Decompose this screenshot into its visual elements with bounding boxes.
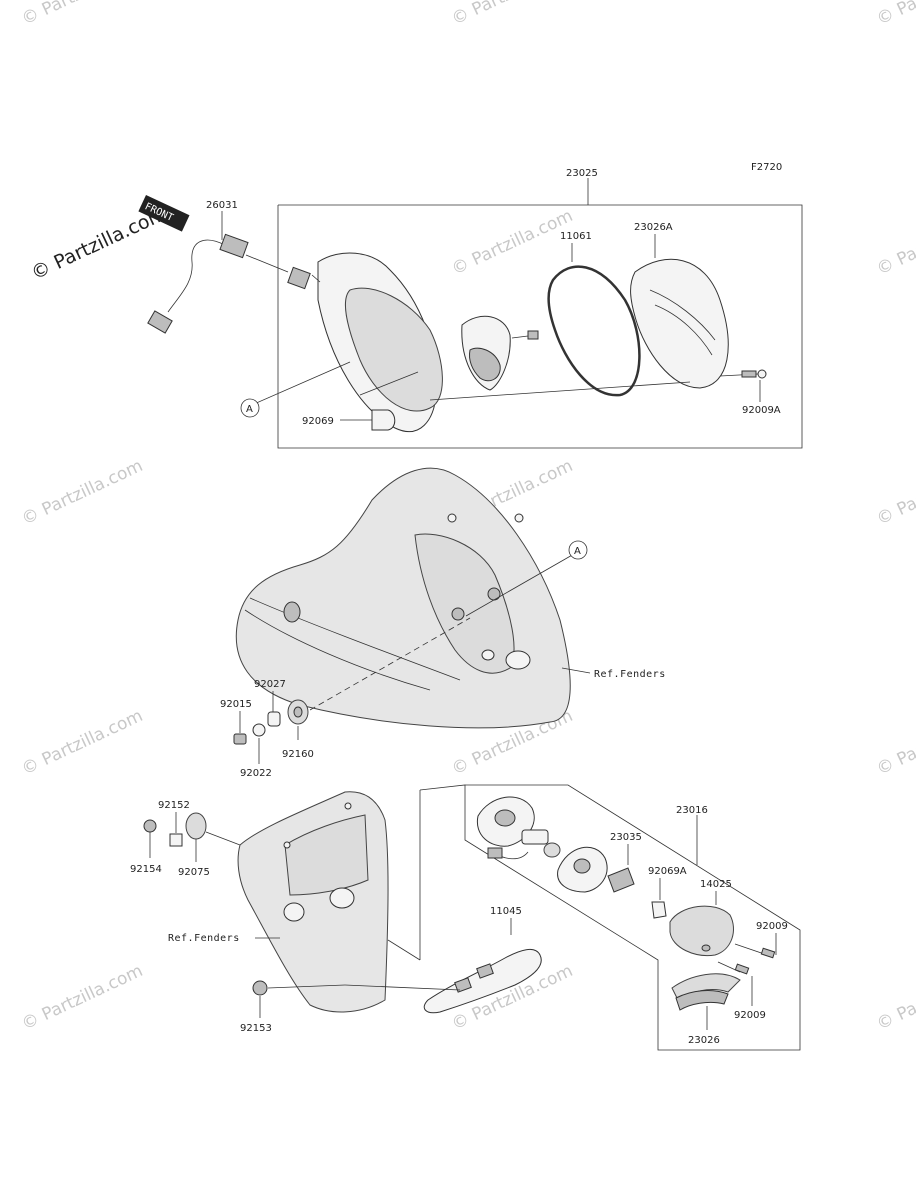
ref-fenders-upper[interactable]: Ref.Fenders xyxy=(594,669,666,680)
watermark: © Partzilla.com xyxy=(19,706,146,780)
gasket-ring xyxy=(547,265,641,397)
part-label-92009-bottom[interactable]: 92009 xyxy=(734,1010,766,1021)
watermark: © Partzilla.com xyxy=(874,706,916,780)
license-bracket: 92152 92154 92075 Ref.Fenders 92153 xyxy=(130,791,389,1034)
part-label-11045[interactable]: 11045 xyxy=(490,906,522,917)
part-label-92009-top[interactable]: 92009 xyxy=(756,921,788,932)
light-housing xyxy=(311,252,443,433)
part-label-92069A[interactable]: 92069A xyxy=(648,866,687,877)
part-label-92153[interactable]: 92153 xyxy=(240,1023,272,1034)
rear-fender: A Ref.Fenders xyxy=(235,467,666,729)
part-label-92069[interactable]: 92069 xyxy=(302,416,334,427)
watermark: © Partzilla.com xyxy=(19,0,146,30)
bulb xyxy=(371,409,396,431)
watermark: © Partzilla.com xyxy=(874,961,916,1035)
license-light-assembly: 23016 23035 92069A 14025 92009 92009 xyxy=(344,784,801,1051)
part-label-92022[interactable]: 92022 xyxy=(240,768,272,779)
callout-a-middle[interactable]: A xyxy=(574,546,581,557)
lens-cover xyxy=(630,258,729,389)
part-label-92154[interactable]: 92154 xyxy=(130,864,162,875)
part-label-92009A[interactable]: 92009A xyxy=(742,405,781,416)
part-label-23026[interactable]: 23026 xyxy=(688,1035,720,1046)
part-label-23026A[interactable]: 23026A xyxy=(634,222,673,233)
watermark: © Partzilla.com xyxy=(874,0,916,30)
part-label-11061[interactable]: 11061 xyxy=(560,231,592,242)
watermark: © Partzilla.com xyxy=(874,206,916,280)
tail-light-assembly: 23025 FRONT 26031 11 xyxy=(138,168,803,449)
watermark: © Partzilla.com xyxy=(874,456,916,530)
wire-harness xyxy=(147,233,311,334)
ref-fenders-lower[interactable]: Ref.Fenders xyxy=(168,933,240,944)
watermark: © Partzilla.com xyxy=(449,0,576,30)
watermark: © Partzilla.com xyxy=(19,961,146,1035)
part-label-92027[interactable]: 92027 xyxy=(254,679,286,690)
part-label-92160[interactable]: 92160 xyxy=(282,749,314,760)
part-label-14025[interactable]: 14025 xyxy=(700,879,732,890)
part-label-92152[interactable]: 92152 xyxy=(158,800,190,811)
part-label-23035[interactable]: 23035 xyxy=(610,832,642,843)
reflector-socket xyxy=(461,315,539,391)
part-label-92075[interactable]: 92075 xyxy=(178,867,210,878)
part-label-92015[interactable]: 92015 xyxy=(220,699,252,710)
callout-a-top[interactable]: A xyxy=(246,404,253,415)
part-label-23025[interactable]: 23025 xyxy=(566,168,598,179)
diagram-code: F2720 xyxy=(751,162,782,173)
watermark: © Partzilla.com xyxy=(449,206,576,280)
part-label-23016[interactable]: 23016 xyxy=(676,805,708,816)
watermark: © Partzilla.com xyxy=(19,456,146,530)
part-label-26031[interactable]: 26031 xyxy=(206,200,238,211)
grommet-cluster: 92027 92015 92160 92022 xyxy=(220,679,314,779)
